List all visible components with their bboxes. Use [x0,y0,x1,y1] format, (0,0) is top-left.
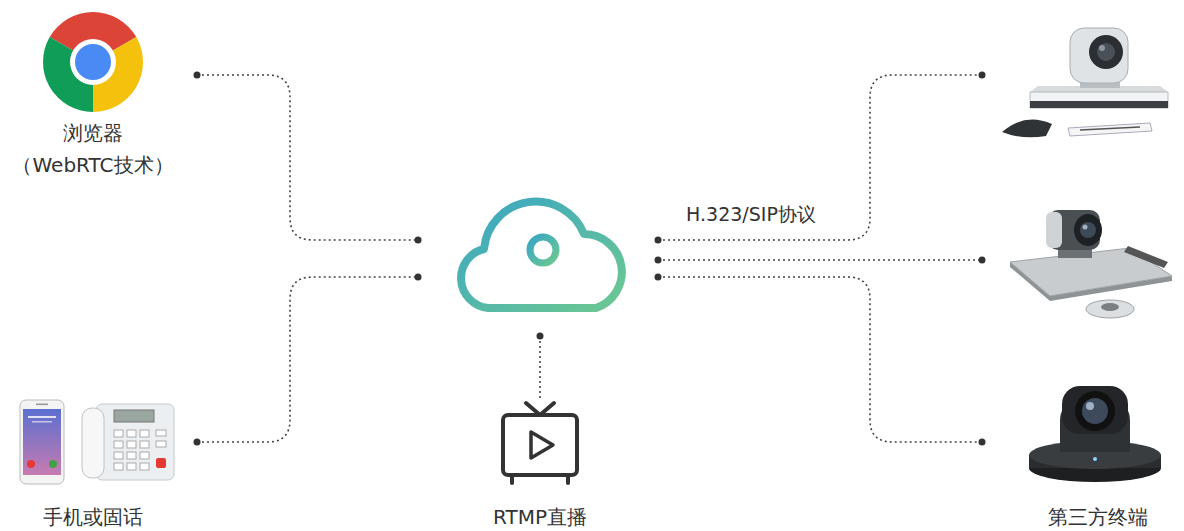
node-label: 手机或固话 [3,505,183,529]
connector-dot [979,257,986,264]
dashed-connector [539,336,541,400]
chrome-icon-part [75,44,111,80]
dashed-connector [197,277,418,442]
desk-phone-icon-part [114,410,154,422]
ptz-camera-icon-part [1086,402,1094,410]
connector-dot [655,237,662,244]
connector-dot [194,72,201,79]
conference-system-icon-part [1089,35,1123,69]
conference-system-icon [1002,28,1168,137]
desk-phone-icon-part [96,404,174,480]
cloud-icon [461,202,622,308]
conference-system-icon-part [1030,92,1168,108]
cloud-icon-part [461,202,622,308]
cloud-icon-part [530,237,556,263]
smartphone-icon-part [23,409,61,475]
terminal-node: 第三方终端 [982,380,1180,529]
ptz-camera-icon-part [1082,398,1108,424]
conference-system-icon-part [1046,212,1062,248]
smartphone-icon-part [49,460,57,468]
smartphone-icon-part [20,400,64,484]
connector-dot [979,72,986,79]
tv-icon [503,403,577,483]
desk-phone-icon-part-part [127,463,136,470]
desk-phone-icon [82,404,174,480]
conference-system-icon [1010,210,1172,318]
conference-system-icon-part [1101,303,1119,311]
node-label: 第三方终端 [1016,505,1180,529]
desk-phone-icon-part [114,430,149,470]
smartphone-icon [20,400,64,484]
conference-system-icon-part [1097,43,1115,61]
conference-system-icon-part [1002,120,1052,138]
conference-system-icon-part [1099,45,1105,51]
desk-phone-icon-part-part [140,430,149,437]
dashed-connector [197,75,418,240]
tv-icon-part [512,476,568,483]
desk-phone-icon-part-part [140,463,149,470]
dashed-connector [658,75,982,240]
dashed-connector [658,277,982,442]
conference-system-icon-part [1083,225,1088,230]
desk-phone-icon-part-part [114,441,123,448]
conference-system-icon-part [1124,246,1168,268]
conference-system-icon-part [1074,214,1102,246]
cloud-node [418,195,658,336]
desk-phone-icon-part-part [114,452,123,459]
desk-phone-icon-part [82,408,104,478]
ptz-camera-icon-part [1093,457,1097,461]
ptz-camera-icon [1029,386,1161,482]
connector-dot [655,274,662,281]
protocol-label: H.323/SIP协议 [683,202,819,228]
desk-phone-icon-part [156,430,166,436]
desk-phone-icon-part [156,458,166,468]
terminal-node [982,195,1180,325]
desk-phone-icon-part-part [114,463,123,470]
tv-icon-part [503,415,577,475]
node-label: RTMP直播 [480,505,600,529]
desk-phone-icon-part-part [127,430,136,437]
live-stream-node: RTMP直播 [480,400,600,529]
connector-dot [537,333,544,340]
desk-phone-icon-part-part [127,452,136,459]
terminal-node [982,20,1180,145]
dashed-connector [658,259,982,261]
desk-phone-icon-part-part [140,452,149,459]
conference-system-icon-part [1086,300,1134,318]
ptz-camera-icon-part [1075,391,1115,431]
connector-dot [194,439,201,446]
chrome-icon-part [70,39,116,85]
node-label: 浏览器 （WebRTC技术） [3,117,183,181]
conference-system-icon-part [1030,101,1168,108]
desk-phone-icon-part-part [114,430,123,437]
browser-node: 浏览器 （WebRTC技术） [3,0,197,181]
connector-dot [655,257,662,264]
tv-icon-part [531,432,553,458]
connector-dot [415,274,422,281]
desk-phone-icon-part [156,441,166,447]
chrome-icon [43,12,143,112]
phone-node: 手机或固话 [3,390,197,529]
smartphone-icon-part [36,404,48,406]
conference-system-icon-part [1080,127,1140,130]
conference-system-icon-part [1080,222,1096,238]
smartphone-icon-part [27,460,35,468]
desk-phone-icon-part-part [140,441,149,448]
ptz-camera-icon-part [1062,386,1128,434]
connector-dot [415,237,422,244]
desk-phone-icon-part-part [127,441,136,448]
connector-dot [979,439,986,446]
conference-system-icon-part [1068,123,1152,136]
smartphone-icon-part [28,416,56,418]
smartphone-icon-part [32,421,52,423]
conference-system-icon-part [1070,28,1128,83]
